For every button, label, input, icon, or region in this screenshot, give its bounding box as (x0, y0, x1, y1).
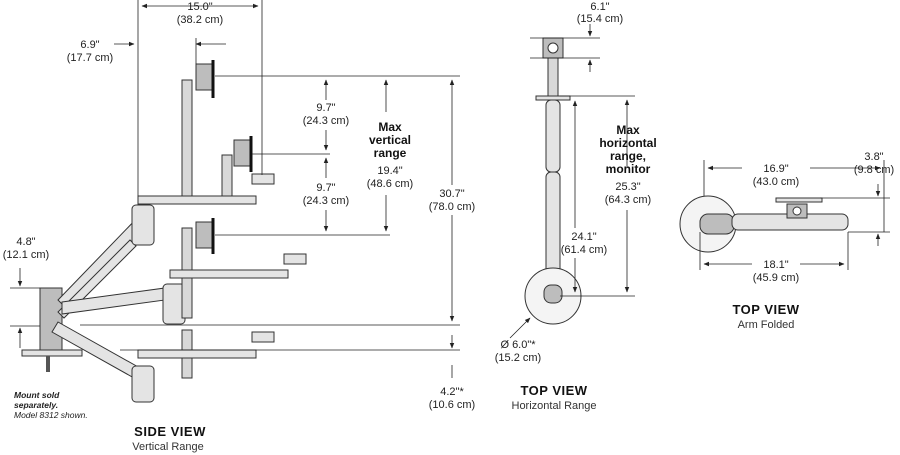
hz-arm-cm: (61.4 cm) (561, 244, 607, 256)
hz-range-in: 25.3" (615, 181, 640, 193)
tray-mid (169, 269, 289, 279)
side-base-cm: (12.1 cm) (3, 249, 49, 261)
side-width-cm: (38.2 cm) (177, 14, 223, 26)
side-bottom-in: 4.2"* (440, 386, 464, 398)
side-offset-in: 6.9" (80, 39, 99, 51)
side-view-subtitle: Vertical Range (132, 441, 204, 453)
side-offset-cm: (17.7 cm) (67, 52, 113, 64)
hz-arm-mid (545, 99, 561, 173)
keyboard-pivot-3 (251, 331, 275, 343)
top-view-folded-dimensions (699, 160, 890, 270)
fold-top-cm: (43.0 cm) (753, 176, 799, 188)
hz-view-title: TOP VIEW (520, 383, 587, 398)
hz-tray (535, 95, 571, 101)
hz-max-label-3: range, (610, 149, 646, 163)
upper-arm-lower (57, 239, 137, 319)
clamp-screw (46, 356, 50, 372)
fold-tray (775, 197, 823, 203)
side-range-in: 19.4" (377, 165, 402, 177)
hz-arm-top (547, 57, 559, 97)
hz-view-subtitle: Horizontal Range (512, 400, 597, 412)
hz-max-label-4: monitor (606, 162, 651, 176)
fold-view-subtitle: Arm Folded (738, 319, 795, 331)
side-note-1: Mount sold (14, 390, 60, 400)
side-step1-in: 9.7" (316, 102, 335, 114)
clamp-post (39, 287, 63, 351)
side-step1-cm: (24.3 cm) (303, 115, 349, 127)
side-total-in: 30.7" (439, 188, 464, 200)
hz-max-label-1: Max (616, 123, 640, 137)
side-bottom-cm: (10.6 cm) (429, 399, 475, 411)
fold-bottom-in: 18.1" (763, 259, 788, 271)
pole-top (181, 79, 193, 201)
arm-elbow-top (131, 204, 155, 246)
side-base-in: 4.8" (16, 236, 35, 248)
side-note-3: Model 8312 shown. (14, 410, 88, 420)
monitor-mount-3 (195, 221, 213, 249)
hz-top-cm: (15.4 cm) (577, 13, 623, 25)
top-view-horizontal-dimensions (509, 24, 635, 339)
top-view-folded-drawing (679, 195, 849, 253)
tray-bottom (137, 349, 257, 359)
clamp-foot (21, 349, 83, 357)
side-width-in: 15.0" (187, 1, 212, 13)
monitor-mount-1 (195, 63, 213, 91)
arm-elbow-bottom (131, 365, 155, 403)
side-max-label-1: Max (378, 120, 402, 134)
side-view-drawing (21, 60, 307, 403)
side-step2-in: 9.7" (316, 182, 335, 194)
hz-range-cm: (64.3 cm) (605, 194, 651, 206)
side-view-title: SIDE VIEW (134, 424, 206, 439)
monitor-mount-2 (233, 139, 251, 167)
fold-side-in: 3.8" (864, 151, 883, 163)
side-note-2: separately. (14, 400, 58, 410)
hz-clamp (543, 284, 563, 304)
hz-base-in: Ø 6.0"* (500, 339, 536, 351)
keyboard-pivot-2 (283, 253, 307, 265)
tray-top (137, 195, 257, 205)
hz-arm-in: 24.1" (571, 231, 596, 243)
hz-base-cm: (15.2 cm) (495, 352, 541, 364)
side-total-cm: (78.0 cm) (429, 201, 475, 213)
side-max-label-3: range (374, 146, 407, 160)
side-view-dimensions (10, 0, 460, 378)
side-step2-cm: (24.3 cm) (303, 195, 349, 207)
top-view-horizontal-drawing (524, 37, 582, 325)
pole-mid (221, 154, 233, 201)
hz-top-in: 6.1" (590, 1, 609, 13)
fold-view-title: TOP VIEW (732, 302, 799, 317)
fold-side-cm: (9.8 cm) (854, 164, 894, 176)
hz-max-label-2: horizontal (599, 136, 656, 150)
side-max-label-2: vertical (369, 133, 411, 147)
fold-top-in: 16.9" (763, 163, 788, 175)
fold-clamp (699, 213, 735, 235)
keyboard-pivot-1 (251, 173, 275, 185)
side-range-cm: (48.6 cm) (367, 178, 413, 190)
fold-bottom-cm: (45.9 cm) (753, 272, 799, 284)
